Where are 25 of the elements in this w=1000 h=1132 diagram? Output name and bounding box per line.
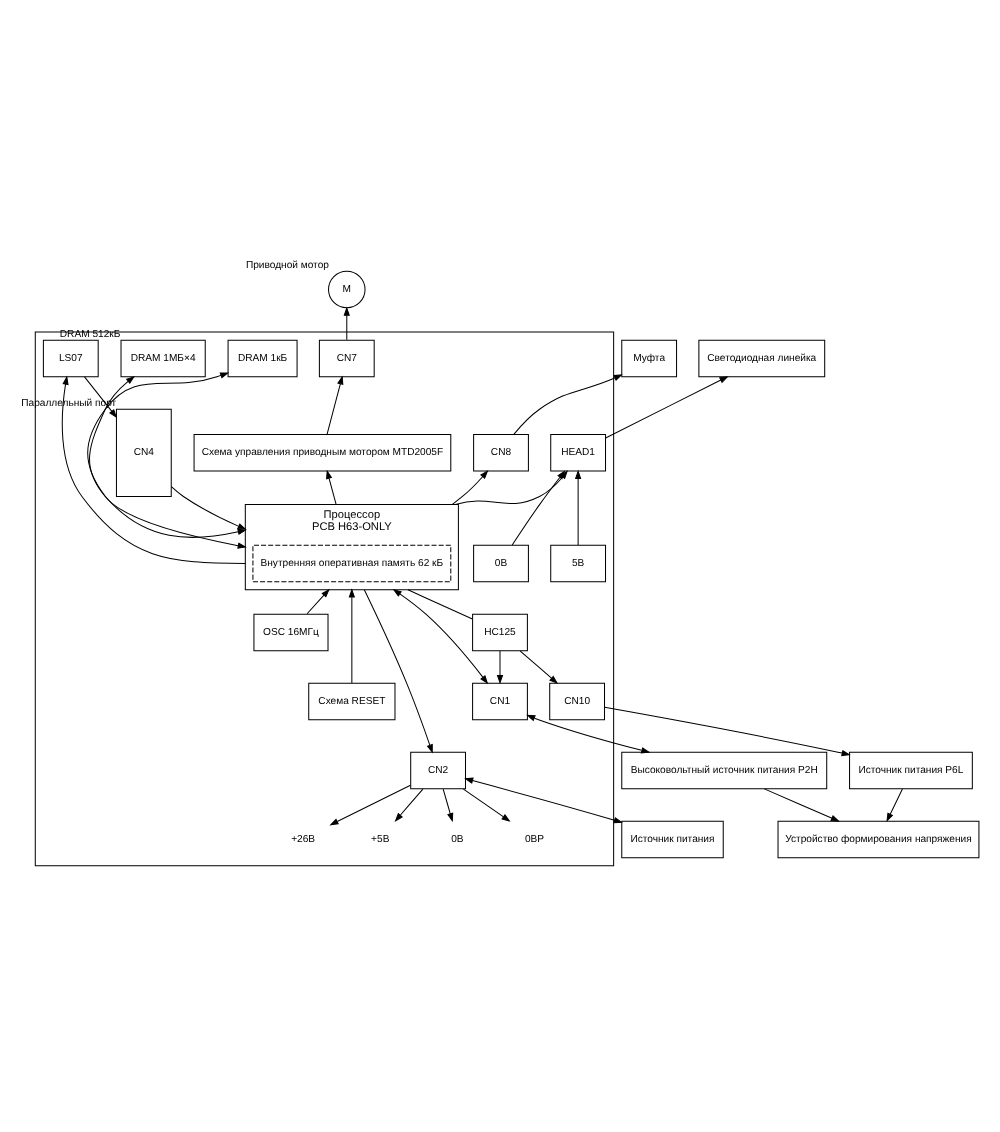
arrow	[513, 373, 623, 434]
arrow	[496, 649, 504, 684]
connector	[407, 588, 473, 619]
arrow	[519, 649, 559, 683]
arrow	[348, 587, 356, 683]
arrow	[61, 374, 246, 563]
arrow	[451, 469, 489, 505]
arrow	[574, 468, 582, 545]
arrow	[363, 588, 433, 753]
arrow	[170, 485, 247, 529]
arrow	[326, 374, 344, 435]
arrow	[306, 587, 330, 614]
arrow	[326, 468, 337, 505]
arrow	[394, 787, 424, 821]
arrow	[526, 713, 651, 753]
arrow	[605, 375, 729, 438]
arrow	[329, 783, 411, 825]
arrow	[604, 705, 851, 756]
arrow	[392, 587, 489, 684]
arrow	[343, 305, 350, 340]
arrow	[886, 787, 903, 822]
arrow	[464, 776, 623, 823]
arrow	[84, 375, 118, 418]
arrow	[442, 787, 454, 822]
arrow	[462, 787, 511, 821]
